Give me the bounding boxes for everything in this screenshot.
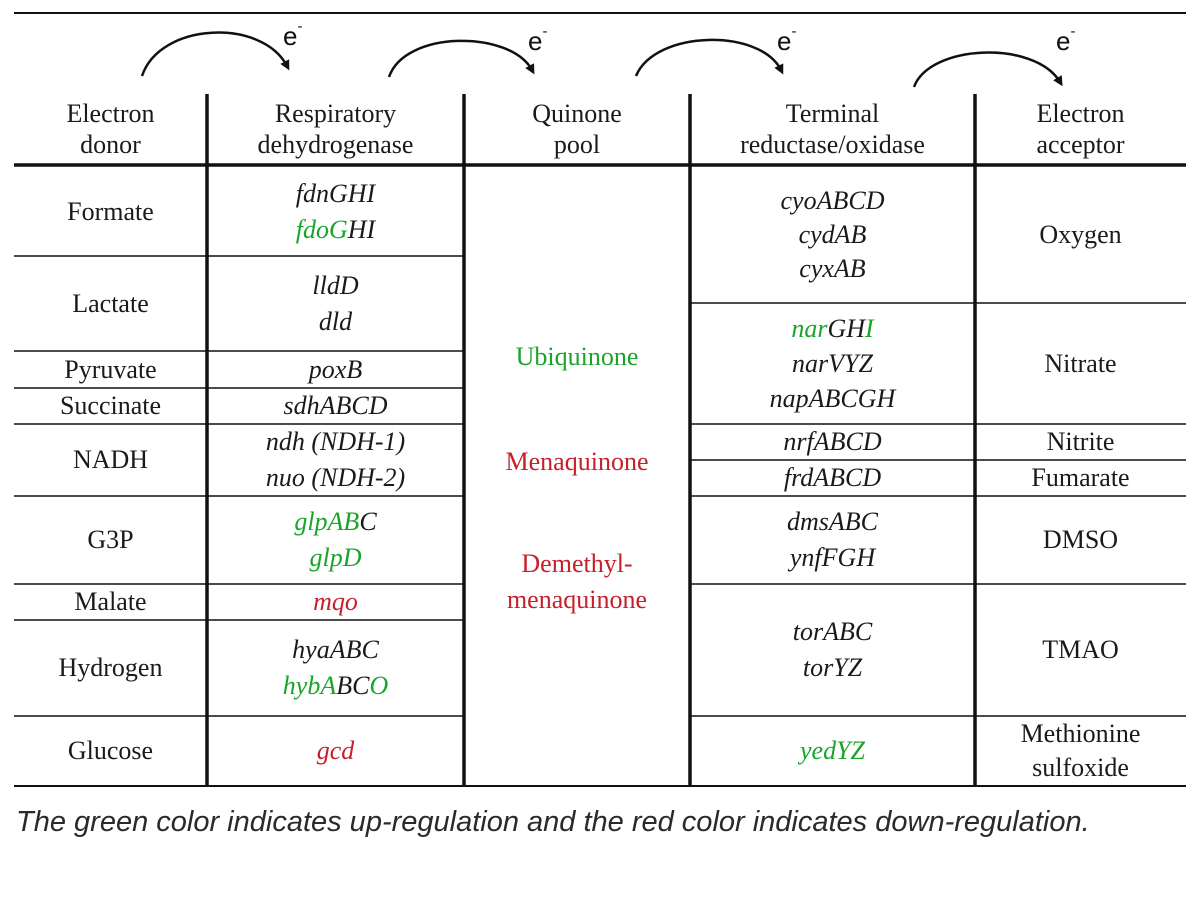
donor-succinate: Succinate	[59, 391, 162, 420]
quinone-demethylmenaquinone: Demethyl-menaquinone	[506, 549, 648, 614]
right-row-rules	[690, 302, 1186, 717]
quinone-menaquinone: Menaquinone	[505, 447, 649, 476]
arrow-icon-4	[912, 51, 1063, 88]
arrow-icon-1	[140, 31, 290, 77]
donor-hydrogen: Hydrogen	[58, 653, 163, 682]
dehydrogenase-succinate: sdhABCD	[283, 391, 388, 420]
reductase-fumarate: frdABCD	[783, 463, 882, 492]
donor-pyruvate: Pyruvate	[64, 354, 157, 384]
arrow-icon-3	[634, 38, 784, 77]
electron-label-1: e-	[283, 18, 303, 51]
arrow-icon-2	[387, 39, 535, 78]
quinone-ubiquinone: Ubiquinone	[515, 342, 639, 371]
dehydrogenase-g3p: glpABC glpD	[294, 507, 377, 572]
acceptor-tmao: TMAO	[1042, 635, 1119, 664]
acceptor-oxygen: Oxygen	[1039, 220, 1122, 249]
acceptor-dmso: DMSO	[1042, 525, 1119, 554]
left-row-rules	[14, 255, 464, 717]
figure-caption: The green color indicates up-regulation …	[16, 806, 1090, 838]
dehydrogenase-malate: mqo	[313, 587, 358, 616]
acceptor-nitrite: Nitrite	[1046, 427, 1115, 456]
acceptor-fumarate: Fumarate	[1031, 463, 1130, 492]
electron-label-2: e-	[528, 23, 548, 56]
dehydrogenase-glucose: gcd	[316, 736, 355, 765]
donor-glucose: Glucose	[67, 736, 154, 765]
donor-malate: Malate	[74, 587, 147, 616]
electron-label-4: e-	[1056, 23, 1076, 56]
acceptor-nitrate: Nitrate	[1044, 348, 1117, 378]
reductase-methionine-sulfoxide: yedYZ	[800, 736, 865, 765]
donor-g3p: G3P	[87, 525, 134, 554]
dehydrogenase-hydrogen: hyaABC hybABCO	[282, 635, 389, 700]
donor-nadh: NADH	[72, 445, 149, 474]
reductase-nitrite: nrfABCD	[783, 427, 882, 456]
electron-arrows	[140, 31, 1063, 88]
electron-label-3: e-	[777, 23, 797, 56]
reductase-nitrate: narGHI narVYZ napABCGH	[769, 314, 896, 413]
dehydrogenase-nadh: ndh (NDH-1)nuo (NDH-2)	[265, 427, 406, 492]
dehydrogenase-pyruvate: poxB	[308, 354, 363, 384]
dehydrogenase-formate: fdnGHI fdoGHI	[295, 178, 376, 244]
donor-lactate: Lactate	[72, 288, 149, 318]
donor-formate: Formate	[67, 196, 154, 226]
